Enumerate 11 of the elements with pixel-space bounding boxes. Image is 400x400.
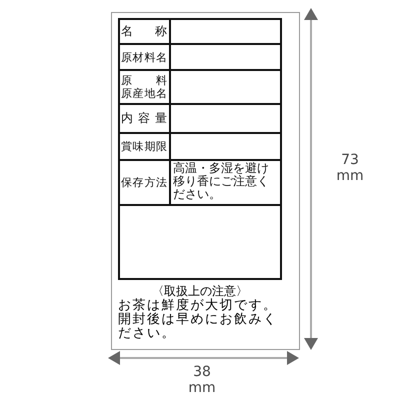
dimension-label: 73 mm [335, 152, 365, 186]
table-header-cell: 内容量 [118, 104, 170, 133]
note-heading: 〈取扱上の注意〉 [151, 284, 249, 298]
table-cell: 高温・多湿を避け移り香にご注意ください。 [170, 160, 282, 205]
table-header-cell: 原材料名 [118, 44, 170, 70]
table-header-cell: 賞味期限 [118, 133, 170, 160]
table-header-cell: 原料原産地名 [118, 70, 170, 104]
dimension-label: 38 mm [187, 364, 217, 398]
table-header-cell: 保存方法 [118, 160, 170, 205]
table-header-cell: 名称 [118, 18, 170, 44]
note-text: お茶は鮮度が大切です。開封後は早めにお飲みください。 [118, 299, 278, 343]
